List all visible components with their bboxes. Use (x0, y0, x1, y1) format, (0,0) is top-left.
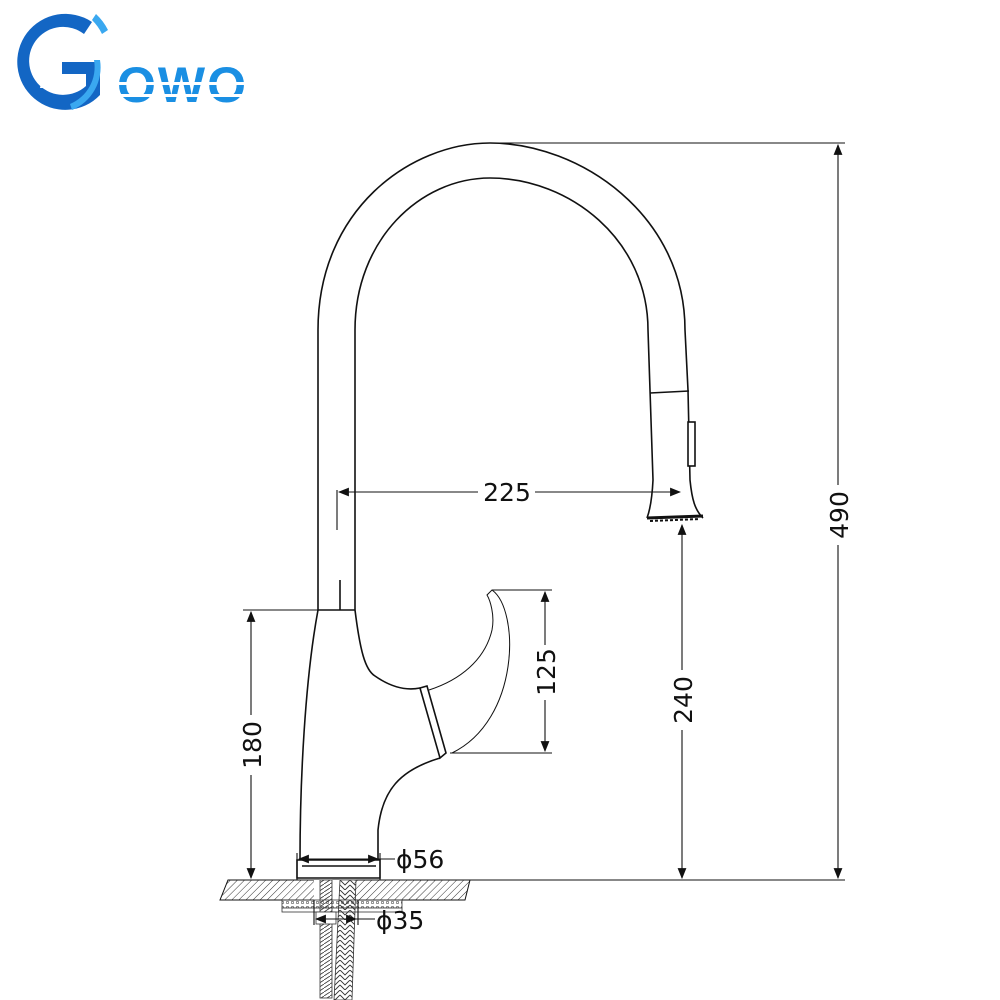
faucet-outline (296, 142, 704, 879)
dim-spout-reach-label: 225 (483, 478, 531, 507)
brand-logo: OWO (17, 13, 275, 113)
dim-body-height-label: 180 (238, 721, 267, 769)
braided-hose (333, 879, 357, 1000)
dim-total-height-label: 490 (825, 491, 854, 539)
dimension-labels: 490 240 225 125 180 ϕ56 ϕ35 (238, 478, 854, 935)
dim-hole-diameter-label: ϕ35 (376, 906, 424, 935)
dimension-lines (243, 142, 845, 925)
logo-g-mark-icon (17, 13, 108, 110)
dim-base-diameter-label: ϕ56 (396, 845, 444, 874)
dim-spout-clearance-label: 240 (669, 676, 698, 724)
dim-handle-height-label: 125 (532, 648, 561, 696)
countertop-section (219, 879, 471, 1000)
